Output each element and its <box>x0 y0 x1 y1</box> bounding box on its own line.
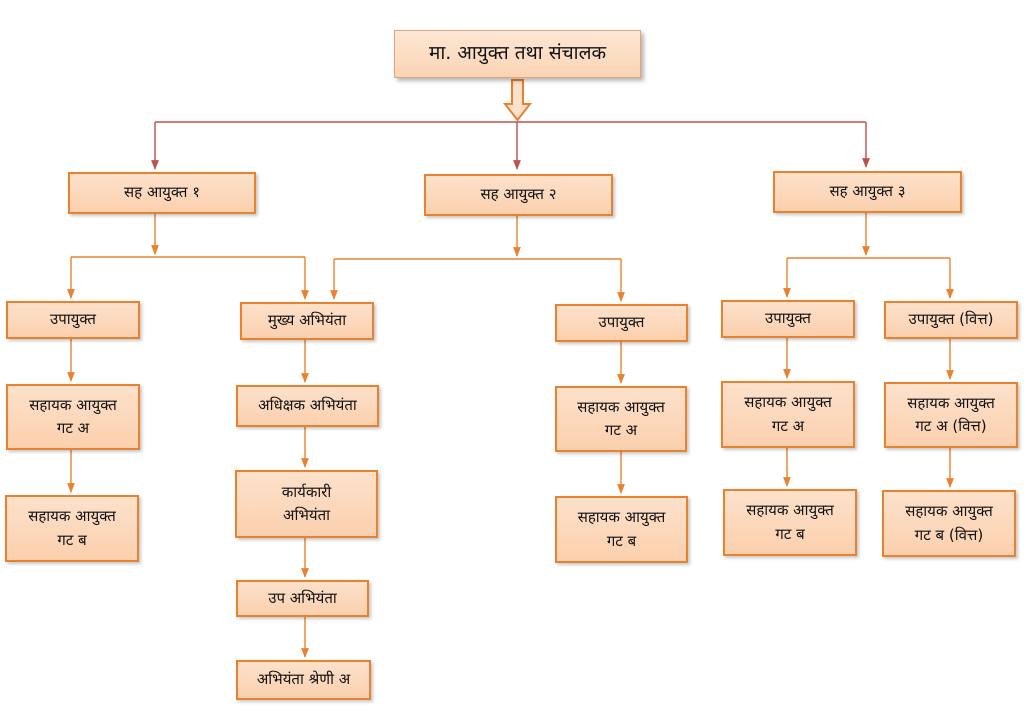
deputy-engineer-box: उप अभियंता <box>236 580 369 617</box>
executive-engineer-box: कार्यकारी अभियंता <box>235 470 378 538</box>
jc3-deputy-commissioner-box: उपायुक्त <box>721 300 855 338</box>
jc2-deputy-commissioner-box: उपायुक्त <box>555 304 688 342</box>
jc1-deputy-commissioner-box: उपायुक्त <box>6 301 140 339</box>
engineer-grade-a-box: अभियंता श्रेणी अ <box>236 660 371 700</box>
jc3-asst-commissioner-a-finance-box: सहायक आयुक्त गट अ (वित्त) <box>884 382 1018 448</box>
joint-commissioner-3-box: सह आयुक्त ३ <box>773 171 962 213</box>
jc3-asst-commissioner-b-box: सहायक आयुक्त गट ब <box>723 489 857 556</box>
root-commissioner-box: मा. आयुक्त तथा संचालक <box>394 30 641 78</box>
jc3-asst-commissioner-b-finance-box: सहायक आयुक्त गट ब (वित्त) <box>882 490 1016 557</box>
superintending-engineer-box: अधिक्षक अभियंता <box>236 385 379 427</box>
jc2-asst-commissioner-b-box: सहायक आयुक्त गट ब <box>555 496 688 563</box>
root-down-arrow <box>502 79 533 122</box>
jc1-asst-commissioner-b-box: सहायक आयुक्त गट ब <box>5 495 139 562</box>
joint-commissioner-1-box: सह आयुक्त १ <box>68 172 256 214</box>
jc1-asst-commissioner-a-box: सहायक आयुक्त गट अ <box>6 384 140 450</box>
jc3-asst-commissioner-a-box: सहायक आयुक्त गट अ <box>721 381 855 448</box>
joint-commissioner-2-box: सह आयुक्त २ <box>424 174 613 216</box>
jc3-deputy-commissioner-finance-box: उपायुक्त (वित्त) <box>884 301 1018 339</box>
jc2-asst-commissioner-a-box: सहायक आयुक्त गट अ <box>555 386 687 452</box>
chief-engineer-box: मुख्य अभियंता <box>240 302 374 340</box>
